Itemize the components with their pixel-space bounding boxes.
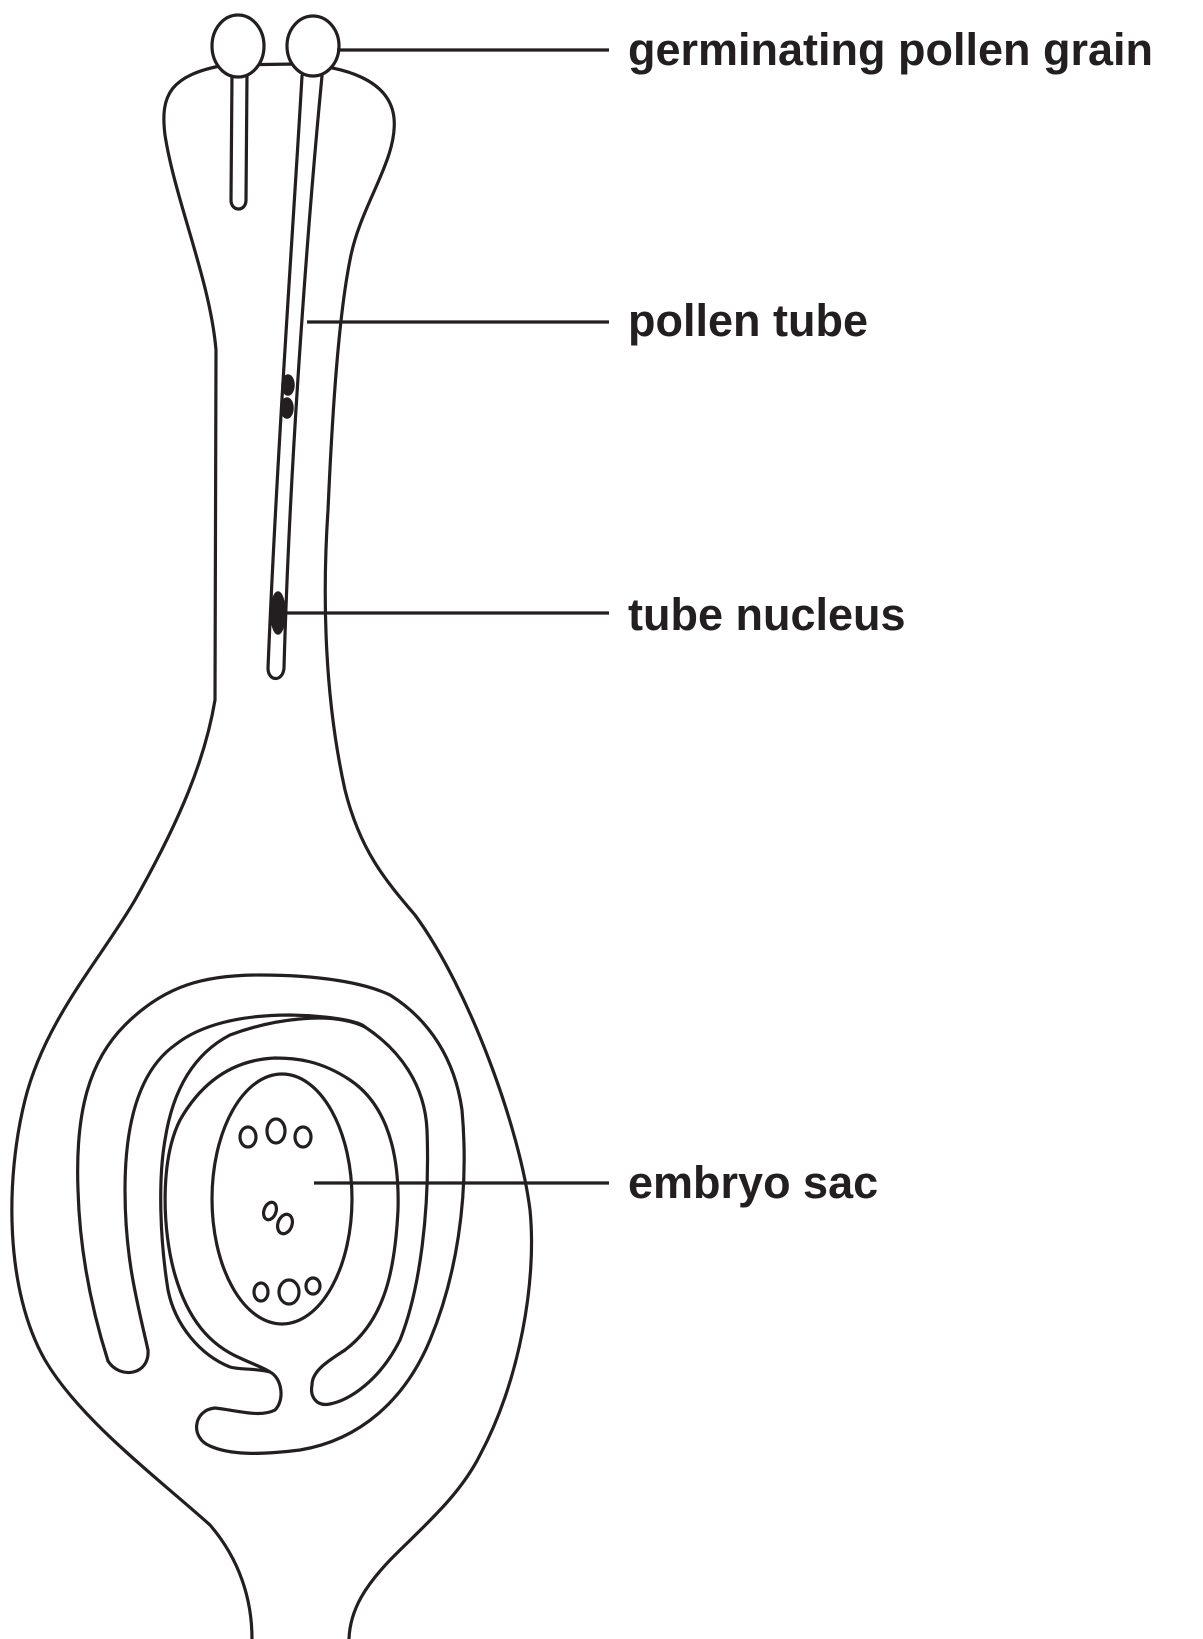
egg-cell — [279, 1280, 299, 1304]
short-pollen-tube — [231, 74, 247, 209]
pollen-tube-body — [268, 76, 322, 679]
synergid-cell — [254, 1283, 268, 1301]
polar-nucleus — [275, 1212, 295, 1236]
polar-nucleus — [261, 1200, 278, 1221]
label-pollen-tube: pollen tube — [628, 295, 868, 346]
antipodal-cell — [240, 1127, 256, 1147]
label-embryo-sac: embryo sac — [628, 1157, 878, 1208]
tube-nucleus — [271, 592, 285, 634]
outer-integument — [78, 975, 465, 1453]
antipodal-cell — [295, 1127, 311, 1147]
synergid-cell — [306, 1278, 320, 1294]
label-tube-nucleus: tube nucleus — [628, 589, 906, 640]
carpel-outline — [12, 64, 532, 1639]
right-pollen-grain — [287, 16, 339, 76]
label-germinating-pollen-grain: germinating pollen grain — [628, 24, 1153, 75]
left-pollen-grain — [212, 15, 264, 77]
embryo-sac-outline — [212, 1074, 352, 1324]
antipodal-cell — [267, 1119, 285, 1143]
inner-integument — [108, 1015, 428, 1404]
male-gamete — [282, 375, 294, 395]
male-gamete — [281, 398, 293, 418]
